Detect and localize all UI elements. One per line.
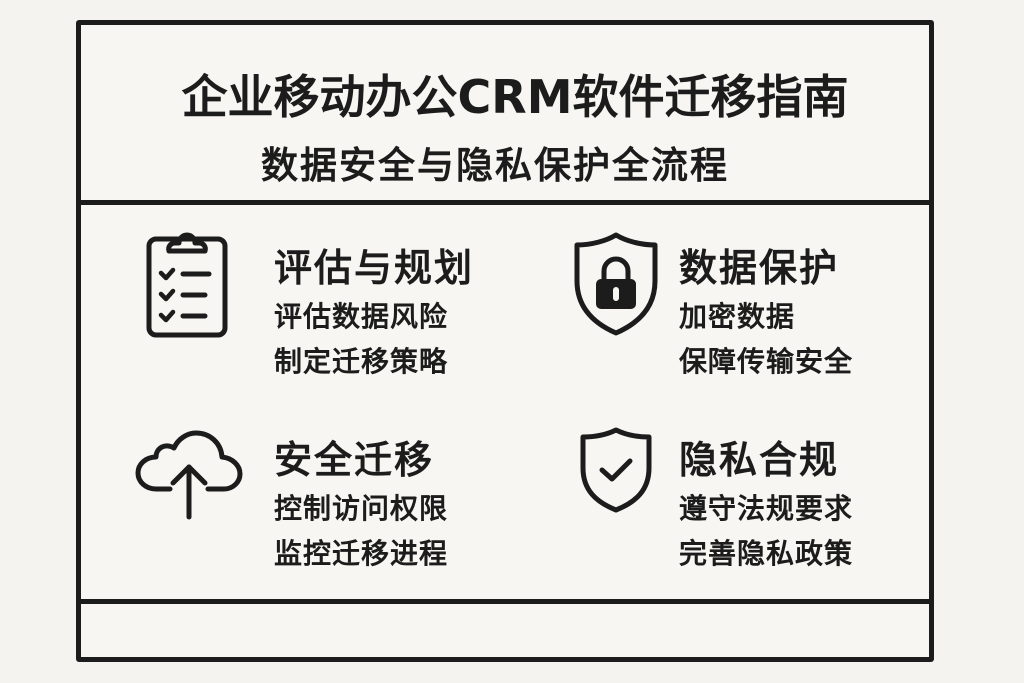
- infographic-frame: 企业移动办公CRM软件迁移指南 数据安全与隐私保护全流程 评估与规划 评估数据风…: [76, 20, 934, 662]
- card-line: 加密数据: [679, 300, 796, 333]
- card-line: 保障传输安全: [679, 345, 854, 378]
- footer-divider: [81, 599, 929, 604]
- page-subtitle: 数据安全与隐私保护全流程: [261, 144, 729, 187]
- card-line: 评估数据风险: [274, 300, 449, 333]
- card-line: 遵守法规要求: [679, 492, 854, 525]
- page-title: 企业移动办公CRM软件迁移指南: [181, 70, 849, 124]
- card-title: 隐私合规: [679, 438, 840, 482]
- shield-check-icon: [580, 427, 652, 513]
- card-line: 制定迁移策略: [274, 345, 449, 378]
- shield-lock-icon: [574, 232, 658, 336]
- card-title: 数据保护: [679, 246, 840, 290]
- clipboard-checklist-icon: [146, 232, 228, 338]
- card-line: 完善隐私政策: [679, 537, 854, 570]
- card-title: 评估与规划: [274, 246, 475, 290]
- card-line: 监控迁移进程: [274, 537, 449, 570]
- card-line: 控制访问权限: [274, 492, 449, 525]
- cloud-upload-icon: [135, 430, 243, 520]
- card-title: 安全迁移: [274, 438, 435, 482]
- header: 企业移动办公CRM软件迁移指南 数据安全与隐私保护全流程: [81, 25, 929, 205]
